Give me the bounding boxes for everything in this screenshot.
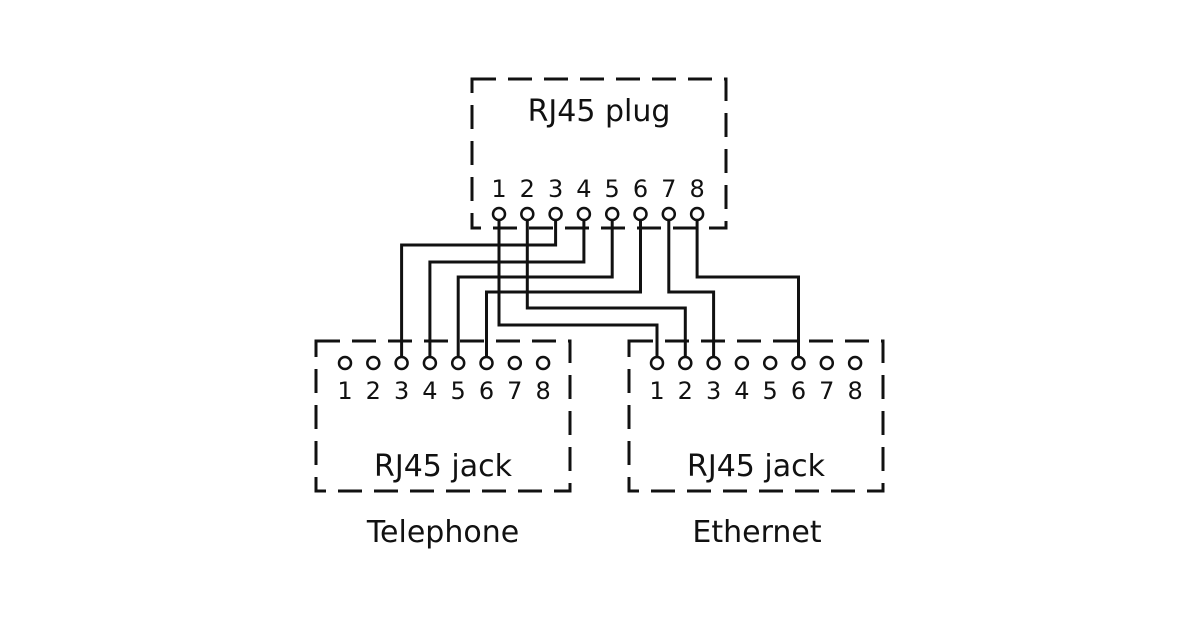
plug-pin-7: [661, 206, 677, 222]
plug-pin-number: 8: [689, 175, 704, 203]
telephone-caption: Telephone: [366, 515, 519, 550]
telephone-pin-number: 4: [422, 377, 437, 405]
telephone-pin-2: [366, 355, 381, 371]
wire-plug-2-to-ethernet-2: [525, 220, 687, 357]
plug-pin-number: 4: [576, 175, 591, 203]
telephone-pin-7: [507, 355, 523, 371]
telephone-pin-number: 5: [451, 377, 466, 405]
wire-plug-7-to-ethernet-3: [667, 220, 716, 357]
plug-pin-4: [576, 206, 592, 222]
ethernet-pin-number: 5: [763, 377, 778, 405]
ethernet-pin-number: 3: [706, 377, 721, 405]
plug-pin-8: [689, 206, 705, 222]
ethernet-pin-5: [762, 355, 778, 371]
ethernet-pin-number: 4: [734, 377, 749, 405]
plug-pin-1: [491, 206, 507, 222]
telephone-pin-6: [479, 355, 494, 371]
plug-box: [470, 77, 728, 230]
ethernet-pin-number: 8: [847, 377, 862, 405]
telephone-pin-1: [337, 355, 353, 371]
telephone-pin-number: 7: [507, 377, 522, 405]
telephone-pin-number: 6: [479, 377, 494, 405]
telephone-pin-number: 8: [535, 377, 550, 405]
wire-plug-6-to-telephone-6: [485, 220, 642, 357]
ethernet-pin-7: [819, 355, 835, 371]
plug-pin-number: 2: [520, 175, 535, 203]
plug-pin-6: [633, 206, 648, 222]
pins: [337, 206, 863, 371]
telephone-pin-5: [450, 355, 466, 371]
telephone-pin-3: [394, 355, 409, 371]
ethernet-caption: Ethernet: [692, 515, 821, 550]
plug-pin-number: 7: [661, 175, 676, 203]
telephone-pin-number: 3: [394, 377, 409, 405]
ethernet-pin-2: [678, 355, 693, 371]
plug-label: RJ45 plug: [528, 94, 671, 129]
wire-plug-8-to-ethernet-6: [695, 220, 800, 357]
ethernet-pin-number: 1: [649, 377, 664, 405]
ethernet-pin-number: 2: [678, 377, 693, 405]
telephone-jack-box: [314, 339, 572, 493]
plug-pin-3: [548, 206, 563, 222]
plug-pin-5: [604, 206, 620, 222]
plug-pin-number: 5: [605, 175, 620, 203]
telephone-pin-number: 1: [337, 377, 352, 405]
wire-plug-3-to-telephone-3: [400, 220, 558, 357]
telephone-pin-4: [422, 355, 438, 371]
ethernet-pin-1: [649, 355, 665, 371]
wire-plug-1-to-ethernet-1: [497, 220, 659, 357]
plug-pin-number: 3: [548, 175, 563, 203]
ethernet-pin-4: [734, 355, 750, 371]
plug-pin-2: [520, 206, 535, 222]
ethernet-pin-number: 6: [791, 377, 806, 405]
telephone-pin-8: [535, 355, 551, 371]
telephone-jack-label: RJ45 jack: [374, 449, 513, 484]
ethernet-pin-8: [847, 355, 863, 371]
wire-plug-5-to-telephone-5: [456, 220, 614, 357]
ethernet-pin-6: [791, 355, 806, 371]
plug-pin-number: 1: [491, 175, 506, 203]
ethernet-pin-number: 7: [819, 377, 834, 405]
ethernet-jack-label: RJ45 jack: [687, 449, 826, 484]
ethernet-jack-box: [627, 339, 885, 493]
wire-plug-4-to-telephone-4: [428, 220, 586, 357]
telephone-pin-number: 2: [366, 377, 381, 405]
wires: [400, 220, 800, 357]
plug-pin-number: 6: [633, 175, 648, 203]
ethernet-pin-3: [706, 355, 721, 371]
